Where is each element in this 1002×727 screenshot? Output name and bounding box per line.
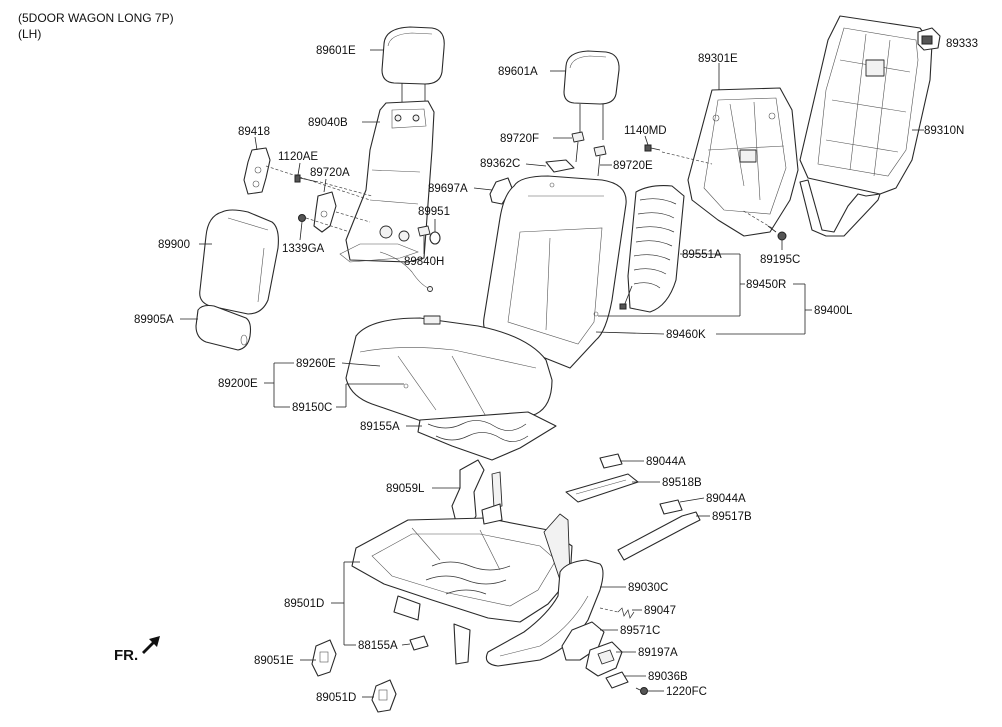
label-89044a-lower: 89044A [706,493,746,505]
side-caption: (LH) [18,27,41,41]
label-89260e: 89260E [296,358,336,370]
seat-cushion-drawing [345,315,553,431]
back-frame-89301e-drawing [687,87,799,237]
label-89333: 89333 [946,38,978,50]
headrest-left-drawing [381,26,445,104]
label-89518b: 89518B [662,477,702,489]
part-labels: 89601E 89601A 89301E 89333 89040B 89720F… [134,38,978,704]
label-89720a: 89720A [310,167,350,179]
label-89400l: 89400L [814,305,853,317]
trim-89517b-drawing [617,511,701,561]
escutcheon-89697a-drawing [489,177,513,205]
label-89720f: 89720F [500,133,539,145]
label-89310n: 89310N [924,125,964,137]
cover-89362c-drawing [545,159,575,173]
assembly-lines [265,151,773,613]
label-89047: 89047 [644,605,676,617]
label-89036b: 89036B [648,671,688,683]
label-89460k: 89460K [666,329,706,341]
knob-89197a-drawing [585,641,623,677]
armrest-89900-drawing [199,209,279,315]
label-89051e: 89051E [254,655,294,667]
label-88155a: 88155A [358,640,398,652]
cover-89051d-drawing [371,679,397,713]
nut-1339ga-drawing [298,214,306,222]
label-89301e: 89301E [698,53,738,65]
label-89571c: 89571C [620,625,660,637]
back-panel-89310n-drawing [799,15,933,237]
label-89200e: 89200E [218,378,258,390]
label-89150c: 89150C [292,402,332,414]
heater-pad-back-drawing [619,185,685,313]
label-89900: 89900 [158,239,190,251]
seatback-frame-left-drawing [339,100,435,292]
bolt-89840h-drawing [417,225,431,242]
screw-1140md-drawing [644,144,661,152]
seat-frame-89501d-drawing [351,503,573,665]
model-caption: (5DOOR WAGON LONG 7P) [18,11,174,25]
leader-lines [180,49,924,698]
label-89155a: 89155A [360,421,400,433]
trim-89044a-lower-drawing [659,499,683,515]
label-89030c: 89030C [628,582,668,594]
label-89601a: 89601A [498,66,538,78]
label-1140md: 1140MD [624,125,667,137]
label-1220fc: 1220FC [666,686,707,698]
label-89051d: 89051D [316,692,356,704]
label-89601e: 89601E [316,45,356,57]
guide-89720e-drawing [593,145,607,177]
label-89059l: 89059L [386,483,425,495]
label-89195c: 89195C [760,254,800,266]
trim-89044a-upper-drawing [599,453,623,469]
bracket-89720a-drawing [313,191,337,233]
label-89517b: 89517B [712,511,752,523]
label-1120ae: 1120AE [278,151,318,163]
label-89450r: 89450R [746,279,786,291]
armrest-cap-89905a-drawing [195,304,252,351]
guide-89720f-drawing [571,131,585,163]
bolt-89195c-drawing [767,225,787,241]
headrest-center-drawing [563,50,620,140]
label-1339ga: 1339GA [282,243,325,255]
spring-89047-drawing [617,607,635,619]
clip-88155a-drawing [409,635,429,651]
label-89197a: 89197A [638,647,678,659]
latch-89333-drawing [917,27,941,51]
seatback-cushion-drawing [483,175,627,369]
arrow-icon [142,636,160,654]
label-89840h: 89840H [404,256,444,268]
label-89697a: 89697A [428,183,468,195]
label-89905a: 89905A [134,314,174,326]
trim-89518b-drawing [565,473,639,503]
front-label: FR. [114,647,138,664]
label-89418: 89418 [238,126,270,138]
label-89040b: 89040B [308,117,348,129]
cap-89036b-drawing [605,671,629,689]
bracket-89418-drawing [243,147,271,195]
label-89720e: 89720E [613,160,653,172]
heater-pad-seat-drawing [417,411,557,461]
label-89501d: 89501D [284,598,324,610]
label-89362c: 89362C [480,158,520,170]
label-89044a-upper: 89044A [646,456,686,468]
label-89951: 89951 [418,206,450,218]
side-shield-89059l-drawing [451,459,503,527]
cover-89051e-drawing [311,639,337,677]
label-89551a: 89551A [682,249,722,261]
cap-89951-drawing [429,231,441,245]
screw-1220fc-drawing [635,687,648,695]
